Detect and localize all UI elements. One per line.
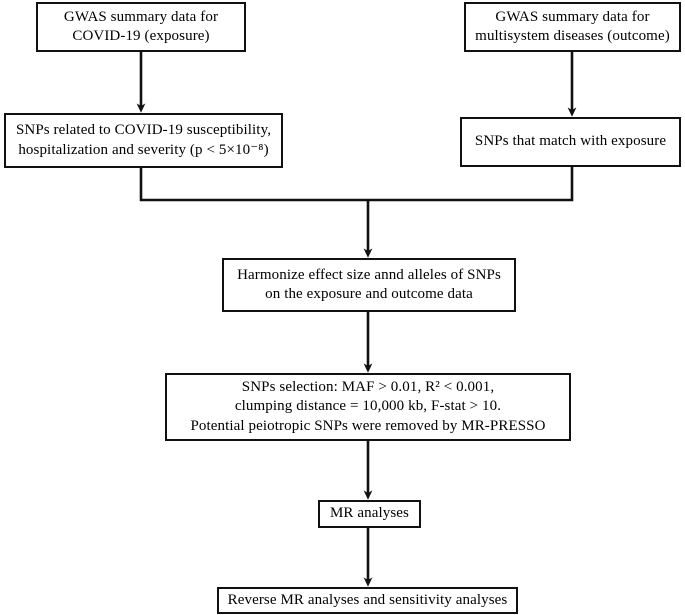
node-harmonize[interactable]: Harmonize effect size annd alleles of SN… [222, 258, 516, 312]
node-gwas-exposure[interactable]: GWAS summary data for COVID-19 (exposure… [36, 2, 246, 52]
node-snps-related[interactable]: SNPs related to COVID-19 susceptibility,… [4, 113, 283, 168]
node-mr-analyses-label: MR analyses [329, 505, 409, 522]
node-mr-analyses[interactable]: MR analyses [318, 500, 421, 528]
node-snps-selection-label: SNPs selection: MAF > 0.01, R² < 0.001, … [190, 378, 546, 434]
node-gwas-exposure-label: GWAS summary data for COVID-19 (exposure… [63, 8, 219, 45]
node-gwas-outcome[interactable]: GWAS summary data for multisystem diseas… [464, 2, 681, 52]
node-gwas-outcome-label: GWAS summary data for multisystem diseas… [475, 8, 670, 45]
node-snps-match[interactable]: SNPs that match with exposure [460, 117, 681, 167]
node-reverse-mr-label: Reverse MR analyses and sensitivity anal… [227, 591, 508, 608]
node-snps-selection[interactable]: SNPs selection: MAF > 0.01, R² < 0.001, … [165, 373, 571, 441]
node-harmonize-label: Harmonize effect size annd alleles of SN… [237, 266, 501, 303]
edge-snps-merge-right [368, 167, 574, 202]
node-reverse-mr[interactable]: Reverse MR analyses and sensitivity anal… [217, 587, 518, 614]
edge-snps-merge-left [139, 168, 368, 202]
node-snps-match-label: SNPs that match with exposure [474, 133, 667, 150]
node-snps-related-label: SNPs related to COVID-19 susceptibility,… [15, 122, 272, 158]
